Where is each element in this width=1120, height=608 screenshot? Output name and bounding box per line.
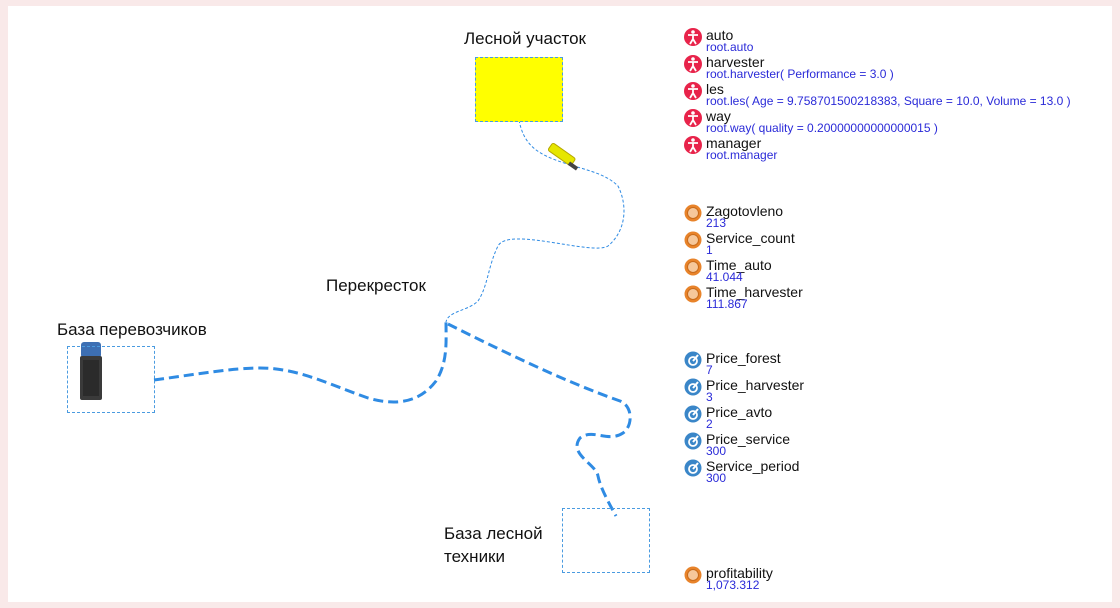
parameter-icon — [684, 459, 702, 477]
output-name: profitability — [706, 565, 773, 581]
forest-label: Лесной участок — [464, 29, 586, 48]
agent-icon — [684, 136, 702, 154]
variable-name: Time_auto — [706, 257, 772, 273]
parameter-value: 3 — [706, 390, 713, 404]
variable-icon — [684, 566, 702, 584]
carrier-base-label: База перевозчиков — [57, 320, 207, 339]
variable-name: Zagotovleno — [706, 203, 784, 219]
parameter-name: Price_harvester — [706, 377, 805, 393]
tech-base-area[interactable] — [562, 508, 650, 573]
parameter-icon — [684, 378, 702, 396]
carrier-road — [153, 321, 448, 404]
tech-base-label-line1: База лесной — [444, 524, 543, 543]
variable-name: Service_count — [706, 230, 795, 246]
variable-icon — [684, 285, 702, 303]
forest-area[interactable] — [475, 57, 563, 122]
agent-value: root.harvester( Performance = 3.0 ) — [706, 67, 894, 81]
agent-name: harvester — [706, 54, 765, 70]
variable-value: 41.044 — [706, 270, 743, 284]
parameter-value: 2 — [706, 417, 713, 431]
parameter-icon — [684, 351, 702, 369]
agent-value: root.auto — [706, 40, 754, 54]
variable-value: 111.867 — [706, 297, 748, 311]
parameter-icon — [684, 405, 702, 423]
parameter-name: Price_service — [706, 431, 791, 447]
tech-base-label-line2: техники — [444, 547, 505, 566]
agent-value: root.manager — [706, 148, 778, 162]
agent-icon — [684, 28, 702, 46]
parameter-value: 300 — [706, 444, 727, 458]
variable-icon — [684, 258, 702, 276]
variable-icon — [684, 231, 702, 249]
tech-road — [447, 322, 632, 517]
parameter-name: Price_avto — [706, 404, 773, 420]
agent-name: way — [706, 108, 731, 124]
output-value: 1,073.312 — [706, 578, 760, 592]
agent-name: manager — [706, 135, 762, 151]
harvester-vehicle-icon — [547, 142, 579, 171]
variable-icon — [684, 204, 702, 222]
agent-value: root.les( Age = 9.758701500218383, Squar… — [706, 94, 1071, 108]
parameter-name: Price_forest — [706, 350, 781, 366]
agent-value: root.way( quality = 0.20000000000000015 … — [706, 121, 938, 135]
forest-road — [445, 119, 625, 323]
parameter-value: 300 — [706, 471, 727, 485]
variable-name: Time_harvester — [706, 284, 803, 300]
variable-value: 1 — [706, 243, 713, 257]
agent-icon — [684, 55, 702, 73]
crossroads-label: Перекресток — [326, 276, 426, 295]
parameter-value: 7 — [706, 363, 713, 377]
model-canvas: Лесной участок Перекресток База перевозч… — [8, 6, 1112, 602]
route-map — [80, 119, 632, 517]
agent-icon — [684, 82, 702, 100]
variable-value: 213 — [706, 216, 727, 230]
parameter-name: Service_period — [706, 458, 800, 474]
carrier-base-area[interactable] — [67, 346, 155, 413]
agent-name: les — [706, 81, 724, 97]
agent-icon — [684, 109, 702, 127]
parameter-icon — [684, 432, 702, 450]
agent-name: auto — [706, 27, 734, 43]
